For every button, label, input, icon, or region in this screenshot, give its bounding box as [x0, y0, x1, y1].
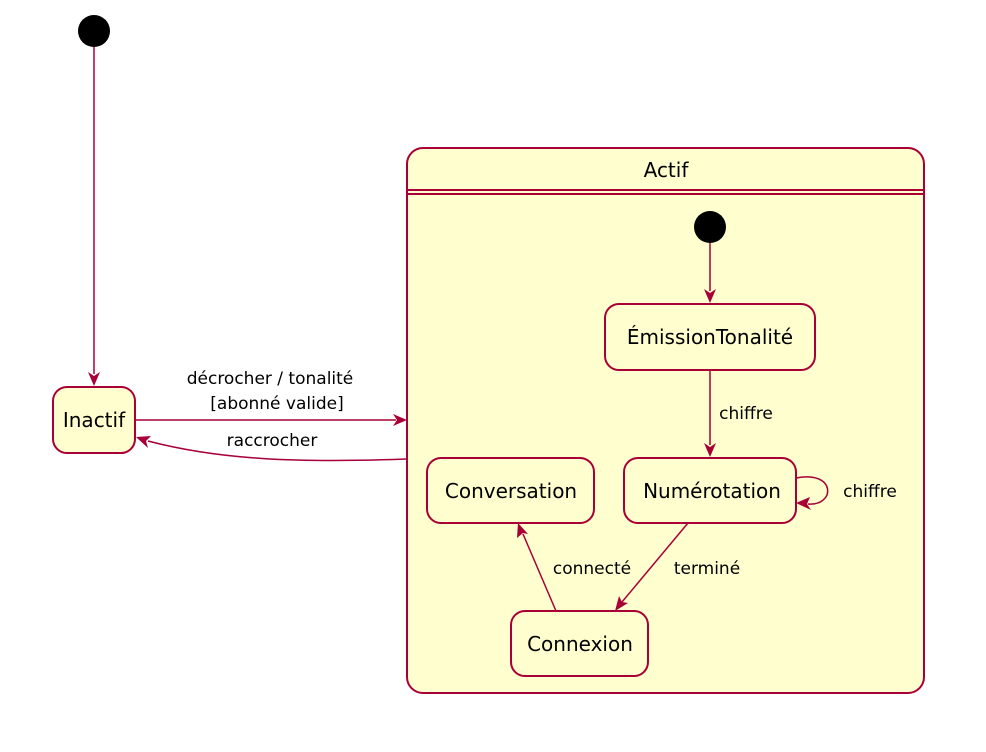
- arrowhead-self-loop: [796, 497, 811, 510]
- state-actif-label: Actif: [644, 158, 690, 182]
- arrowhead-connecte: [517, 523, 528, 538]
- edge-raccrocher: [147, 440, 407, 462]
- state-emission-tonalite: ÉmissionTonalité: [604, 303, 816, 371]
- edge-termine: [621, 522, 689, 603]
- initial-state-inner: [694, 211, 726, 243]
- edge-chiffre-self-loop: [795, 476, 829, 505]
- arrowhead-numerotation-in: [704, 443, 716, 457]
- edge-connecte: [522, 533, 557, 612]
- label-termine: terminé: [674, 559, 740, 579]
- label-chiffre-1: chiffre: [719, 404, 773, 424]
- state-inactif-label: Inactif: [63, 408, 126, 432]
- label-decrocher-line1: décrocher / tonalité: [187, 369, 354, 389]
- state-inactif: Inactif: [52, 386, 136, 454]
- arrowhead-emission-in: [704, 289, 716, 303]
- label-chiffre-2: chiffre: [843, 482, 897, 502]
- state-actif: Actif: [406, 147, 925, 694]
- label-decrocher-line2: [abonné valide]: [210, 394, 343, 414]
- label-connecte: connecté: [553, 559, 631, 579]
- state-conversation-label: Conversation: [445, 479, 577, 503]
- state-conversation: Conversation: [426, 457, 595, 524]
- state-numerotation-label: Numérotation: [643, 479, 781, 503]
- state-emission-label: ÉmissionTonalité: [627, 325, 793, 349]
- state-connexion-label: Connexion: [527, 632, 633, 656]
- arrowhead-raccrocher: [136, 436, 151, 448]
- arrowhead-termine: [615, 596, 628, 611]
- state-connexion: Connexion: [510, 610, 649, 677]
- state-numerotation: Numérotation: [623, 457, 797, 524]
- arrowhead-inactif-in: [88, 372, 100, 386]
- arrowhead-decrocher: [393, 414, 407, 426]
- label-raccrocher: raccrocher: [227, 431, 318, 451]
- initial-state-outer: [78, 15, 110, 47]
